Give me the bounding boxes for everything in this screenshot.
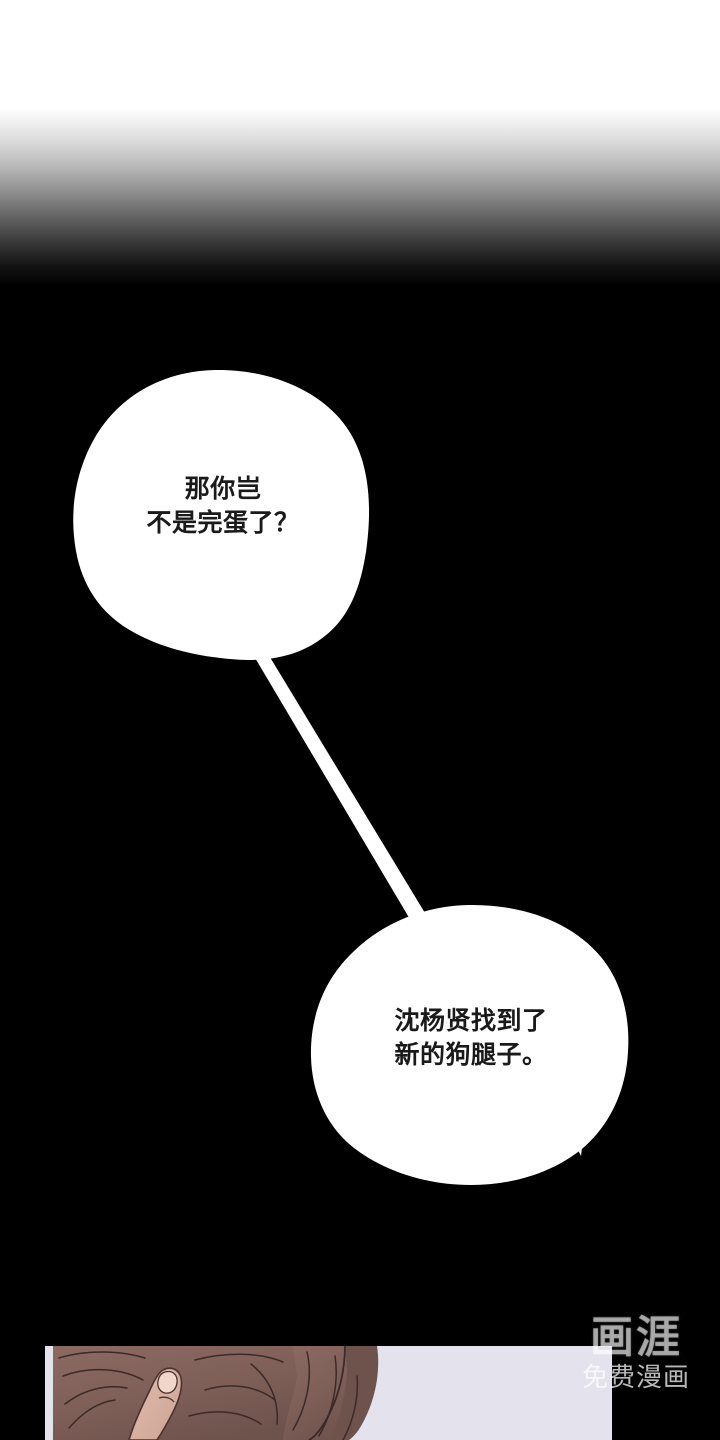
speech-bubble-2-text: 沈杨贤找到了 新的狗腿子。	[394, 1007, 548, 1069]
hair-shape	[53, 1346, 345, 1440]
hair-outline	[308, 1346, 346, 1440]
speech-bubble-1-text: 那你岂 不是完蛋了？	[146, 475, 300, 537]
bottom-artwork-strip	[0, 1344, 720, 1440]
panel-gradient-fade	[0, 108, 720, 286]
panel-top-white-band	[0, 0, 720, 112]
panel-black-background	[0, 284, 720, 1346]
artwork-frame	[45, 1346, 612, 1440]
knuckle-line	[158, 1396, 175, 1403]
fingernail-shape	[157, 1370, 178, 1394]
artwork-illustration	[45, 1346, 612, 1440]
hair-strand-tip	[331, 1346, 379, 1440]
hair-line-strokes	[58, 1351, 359, 1440]
